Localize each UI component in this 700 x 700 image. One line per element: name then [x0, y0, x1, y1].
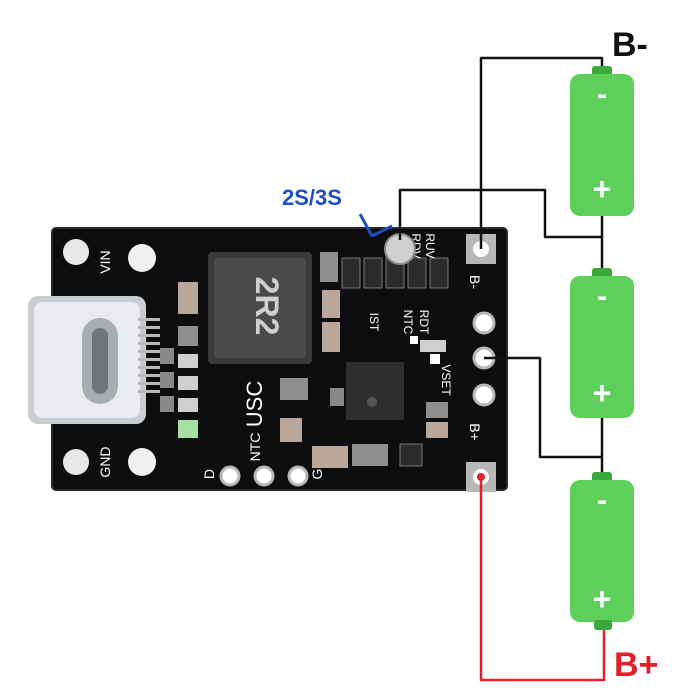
wire-vset	[484, 356, 602, 459]
silk-vset: VSET	[439, 364, 453, 396]
mounting-holes	[63, 239, 156, 476]
battery-1-neg: -	[597, 78, 607, 111]
silk-rdt: RDT	[417, 310, 431, 335]
silk-b-plus: B+	[467, 423, 483, 441]
battery-2-neg: -	[597, 280, 607, 313]
silk-g: G	[309, 469, 325, 480]
battery-1-pos: +	[593, 171, 612, 207]
label-b-plus: B+	[614, 646, 658, 684]
wires	[398, 56, 606, 682]
silk-b-minus: B-	[467, 275, 483, 289]
battery-3-neg: -	[597, 484, 607, 517]
silk-ntc-r: NTC	[401, 310, 415, 335]
usb-c-connector	[28, 296, 160, 424]
silk-ruv: RUV	[423, 233, 437, 258]
battery-2: - +	[570, 268, 634, 418]
silk-d: D	[201, 469, 217, 479]
silk-ist: IST	[367, 313, 381, 332]
battery-1: - +	[570, 66, 634, 216]
wire-b-plus	[479, 477, 606, 682]
right-pads	[466, 234, 496, 492]
silk-usc: USC	[242, 381, 267, 428]
charger-ic	[346, 362, 404, 420]
battery-2-pos: +	[593, 375, 612, 411]
label-b-minus: B-	[612, 26, 648, 64]
inductor-label: 2R2	[249, 277, 285, 336]
bottom-pads	[219, 465, 309, 487]
smd-components	[160, 252, 449, 468]
inductor-2r2: 2R2	[208, 252, 312, 364]
wire-config	[398, 188, 602, 240]
battery-3: - +	[570, 472, 634, 630]
battery-3-pos: +	[593, 581, 612, 617]
silk-ntc: NTC	[247, 433, 263, 462]
pin-label-vin: VIN	[97, 250, 113, 273]
config-pointer	[358, 213, 393, 238]
label-config-2s-3s: 2S/3S	[282, 185, 342, 210]
pin-label-gnd: GND	[97, 446, 113, 477]
